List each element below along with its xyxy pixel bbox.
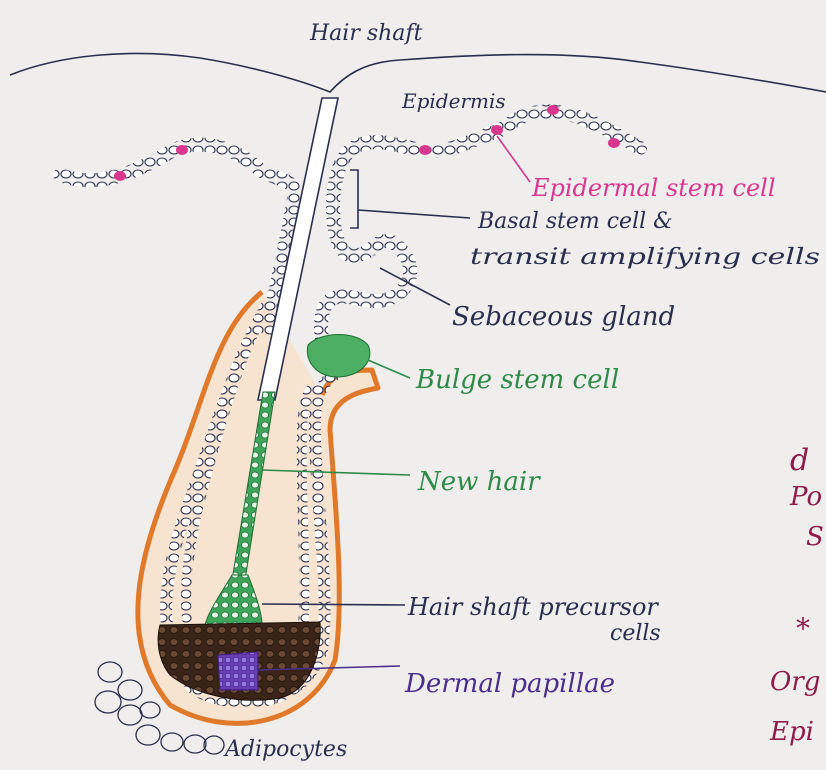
margin-fragment-3: S <box>806 522 824 552</box>
label-dermal-papillae: Dermal papillae <box>404 669 615 699</box>
label-sebaceous-gland: Sebaceous gland <box>452 302 675 332</box>
label-precursor-line1: Hair shaft precursor <box>407 593 659 621</box>
skin-surface-line <box>10 53 826 92</box>
label-basal-line2: transit amplifying cells <box>470 245 820 270</box>
label-basal-line1: Basal stem cell & <box>477 209 673 234</box>
leader-basal-bracket <box>350 170 470 228</box>
dermal-papilla <box>218 652 258 690</box>
margin-fragment-2: Po <box>789 482 822 512</box>
label-adipocytes: Adipocytes <box>223 737 347 762</box>
label-new-hair: New hair <box>417 467 541 497</box>
label-epidermis: Epidermis <box>401 89 506 113</box>
title-hair-shaft: Hair shaft <box>309 21 423 46</box>
leader-epidermal-stem-cell <box>497 136 530 182</box>
label-precursor-line2: cells <box>610 621 661 646</box>
leader-precursor <box>262 604 405 605</box>
margin-fragment-5: Org <box>770 667 820 697</box>
label-epidermal-stem-cell: Epidermal stem cell <box>531 174 776 202</box>
margin-fragment-6: Epi <box>769 717 814 747</box>
margin-fragment-1: d <box>790 443 809 478</box>
label-bulge-stem-cell: Bulge stem cell <box>415 365 619 395</box>
margin-fragment-4: * <box>796 612 810 645</box>
